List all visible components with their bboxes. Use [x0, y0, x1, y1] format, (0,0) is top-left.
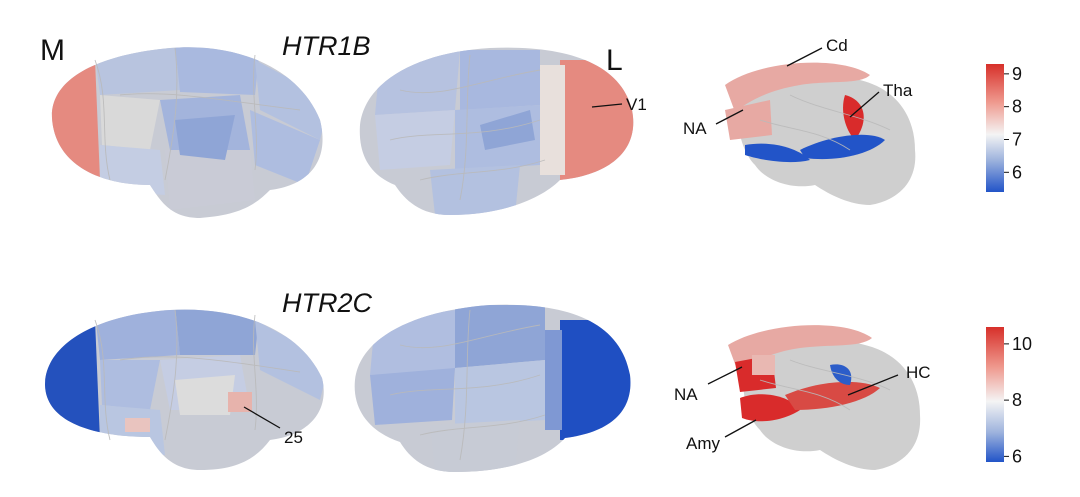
colorbar-ticks-htr2c: 10 8 6	[1004, 334, 1032, 466]
leader-tha	[849, 91, 880, 118]
colorbar-gradient-htr2c	[986, 327, 1004, 462]
leader-v1	[591, 103, 623, 108]
medial-view-label: M	[40, 34, 65, 67]
panel-htr1b: M HTR1B L	[40, 31, 1022, 218]
annotation-v1: V1	[626, 95, 647, 114]
lateral-cortex-htr2c	[354, 304, 631, 472]
annotation-area-25: 25	[284, 428, 303, 447]
colorbar-tick-label: 6	[1012, 446, 1022, 466]
colorbar-tick-label: 10	[1012, 334, 1032, 354]
colorbar-gradient-htr1b	[986, 64, 1004, 192]
lateral-view-label: L	[606, 44, 623, 77]
annotation-na-htr1b: NA	[683, 119, 707, 138]
colorbar-htr1b: 9 8 7 6	[986, 64, 1022, 192]
lateral-cortex-htr1b	[359, 47, 634, 215]
leader-na-htr2c	[707, 366, 743, 385]
colorbar-tick-label: 6	[1012, 162, 1022, 182]
leader-amy	[724, 419, 757, 438]
panel-title-htr1b: HTR1B	[282, 31, 371, 61]
leader-25	[243, 406, 281, 429]
annotation-hc: HC	[906, 363, 931, 382]
colorbar-htr2c: 10 8 6	[986, 327, 1032, 466]
subcortex-htr1b	[725, 62, 916, 206]
medial-cortex-htr1b	[51, 47, 323, 218]
annotation-na-htr2c: NA	[674, 385, 698, 404]
annotation-cd: Cd	[826, 36, 848, 55]
leader-cd	[786, 47, 823, 67]
colorbar-tick-label: 7	[1012, 129, 1022, 149]
panel-htr2c: HTR2C 25	[45, 288, 1032, 472]
subcortex-htr2c	[728, 325, 921, 470]
colorbar-tick-label: 9	[1012, 64, 1022, 84]
annotation-amy: Amy	[686, 434, 721, 453]
panel-title-htr2c: HTR2C	[282, 288, 373, 318]
leader-na-htr1b	[715, 109, 744, 125]
annotation-tha: Tha	[883, 81, 913, 100]
colorbar-tick-label: 8	[1012, 390, 1022, 410]
leader-hc	[847, 374, 899, 396]
colorbar-tick-label: 8	[1012, 97, 1022, 117]
colorbar-ticks-htr1b: 9 8 7 6	[1004, 64, 1022, 182]
